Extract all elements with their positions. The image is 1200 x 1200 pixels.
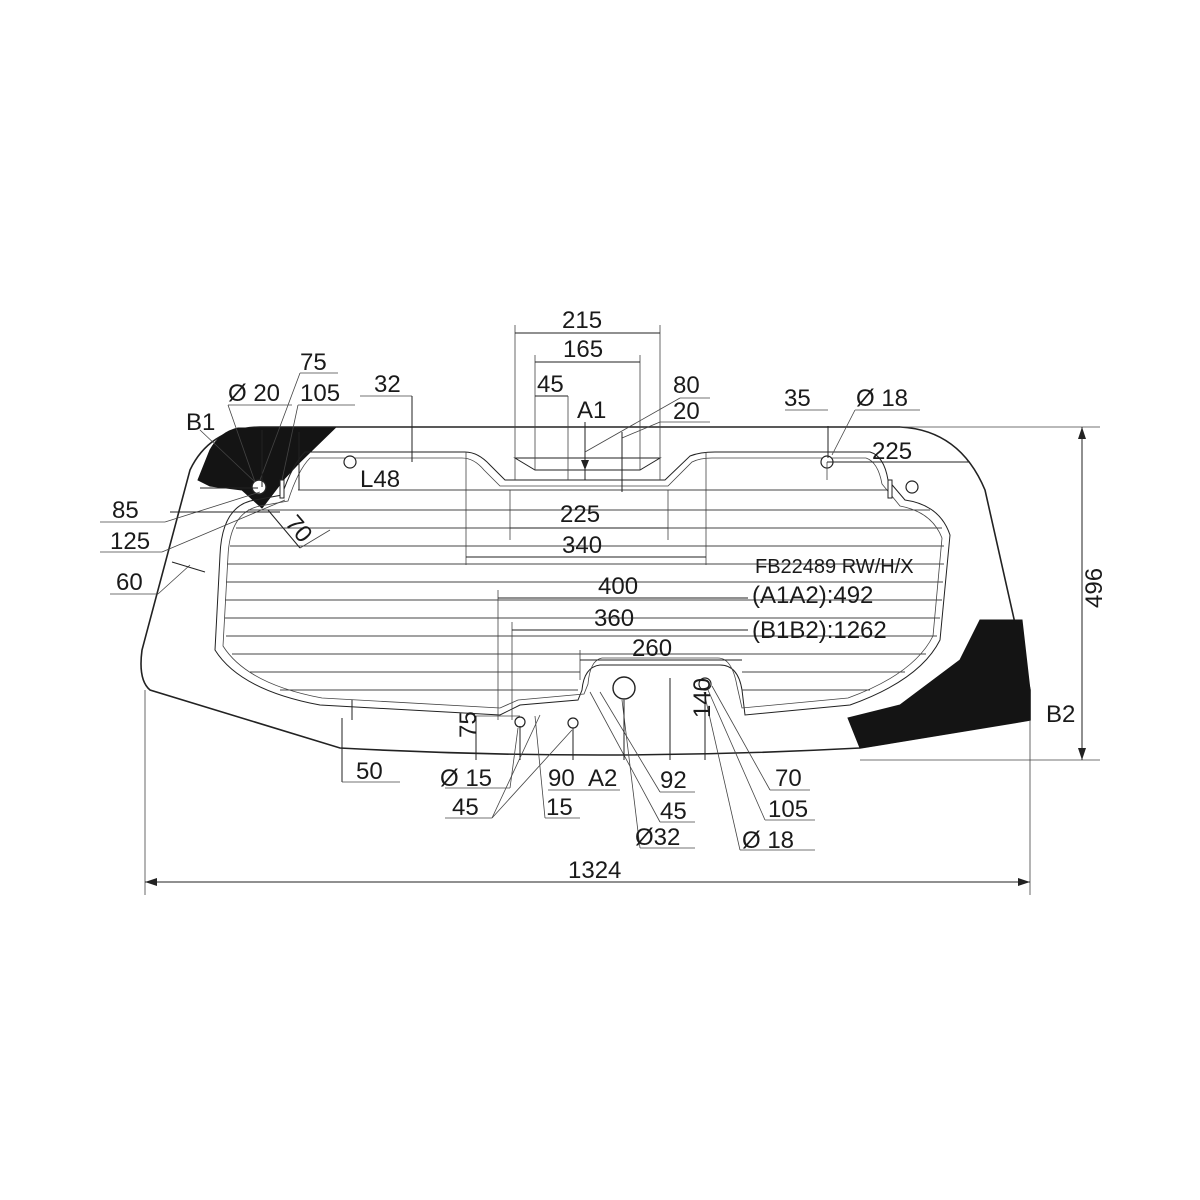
dim-165: 165: [563, 336, 603, 363]
point-a1: A1: [577, 397, 606, 424]
dim-l48: L48: [360, 466, 400, 493]
dim-70-right: 70: [775, 765, 802, 792]
dim-45-top: 45: [537, 371, 564, 398]
heating-lines: [225, 489, 944, 691]
dim-400: 400: [598, 573, 638, 600]
hole-left-top: [343, 455, 357, 469]
dim-496: 496: [1081, 568, 1108, 608]
dim-105-bottom: 105: [768, 796, 808, 823]
point-b2: B2: [1046, 701, 1075, 728]
dim-90: 90: [548, 765, 575, 792]
dim-215: 215: [562, 307, 602, 334]
dim-340: 340: [562, 532, 602, 559]
dim-45-bottom-left: 45: [452, 794, 479, 821]
dim-dia32: Ø32: [635, 824, 680, 851]
part-code: FB22489 RW/H/X: [755, 556, 914, 578]
dim-75-left: 75: [300, 349, 327, 376]
dim-dia15: Ø 15: [440, 765, 492, 792]
point-a2: A2: [588, 765, 617, 792]
hole-right-bottom: [698, 677, 712, 691]
dim-260: 260: [632, 635, 672, 662]
dim-dia18-bottom: Ø 18: [742, 827, 794, 854]
glass-outline: [140, 426, 1031, 756]
dim-92: 92: [660, 767, 687, 794]
point-b1: B1: [186, 409, 215, 436]
dim-225-mid: 225: [560, 501, 600, 528]
dimension-lines: [100, 325, 1100, 895]
part-a1a2: (A1A2):492: [752, 582, 873, 609]
dim-dia20: Ø 20: [228, 380, 280, 407]
dim-15: 15: [546, 794, 573, 821]
dim-80: 80: [673, 372, 700, 399]
dim-225-right: 225: [872, 438, 912, 465]
terminal-left: [279, 479, 285, 499]
dark-band-right: [847, 619, 1031, 749]
dim-360: 360: [594, 605, 634, 632]
hole-left-bottom: [514, 716, 526, 728]
heating-area-inner: [222, 457, 943, 709]
dim-20: 20: [673, 398, 700, 425]
dim-dia18-top: Ø 18: [856, 385, 908, 412]
hole-a2: [567, 717, 579, 729]
dim-105-left: 105: [300, 380, 340, 407]
dimension-labels: 215 165 45 80 20 A1 75 Ø 20 105 32 B1 L4…: [110, 307, 1108, 884]
terminal-right: [887, 479, 893, 499]
dim-35: 35: [784, 385, 811, 412]
dim-1324: 1324: [568, 857, 621, 884]
dim-85: 85: [112, 497, 139, 524]
dim-60: 60: [116, 569, 143, 596]
dim-125: 125: [110, 528, 150, 555]
dim-45-bottom-right: 45: [660, 798, 687, 825]
dim-50: 50: [356, 758, 383, 785]
dim-140: 140: [689, 678, 716, 718]
hole-wiper: [612, 676, 636, 700]
part-b1b2: (B1B2):1262: [752, 617, 887, 644]
hole-right-side: [905, 480, 919, 494]
dim-32: 32: [374, 371, 401, 398]
dim-75-bottom: 75: [455, 711, 482, 738]
